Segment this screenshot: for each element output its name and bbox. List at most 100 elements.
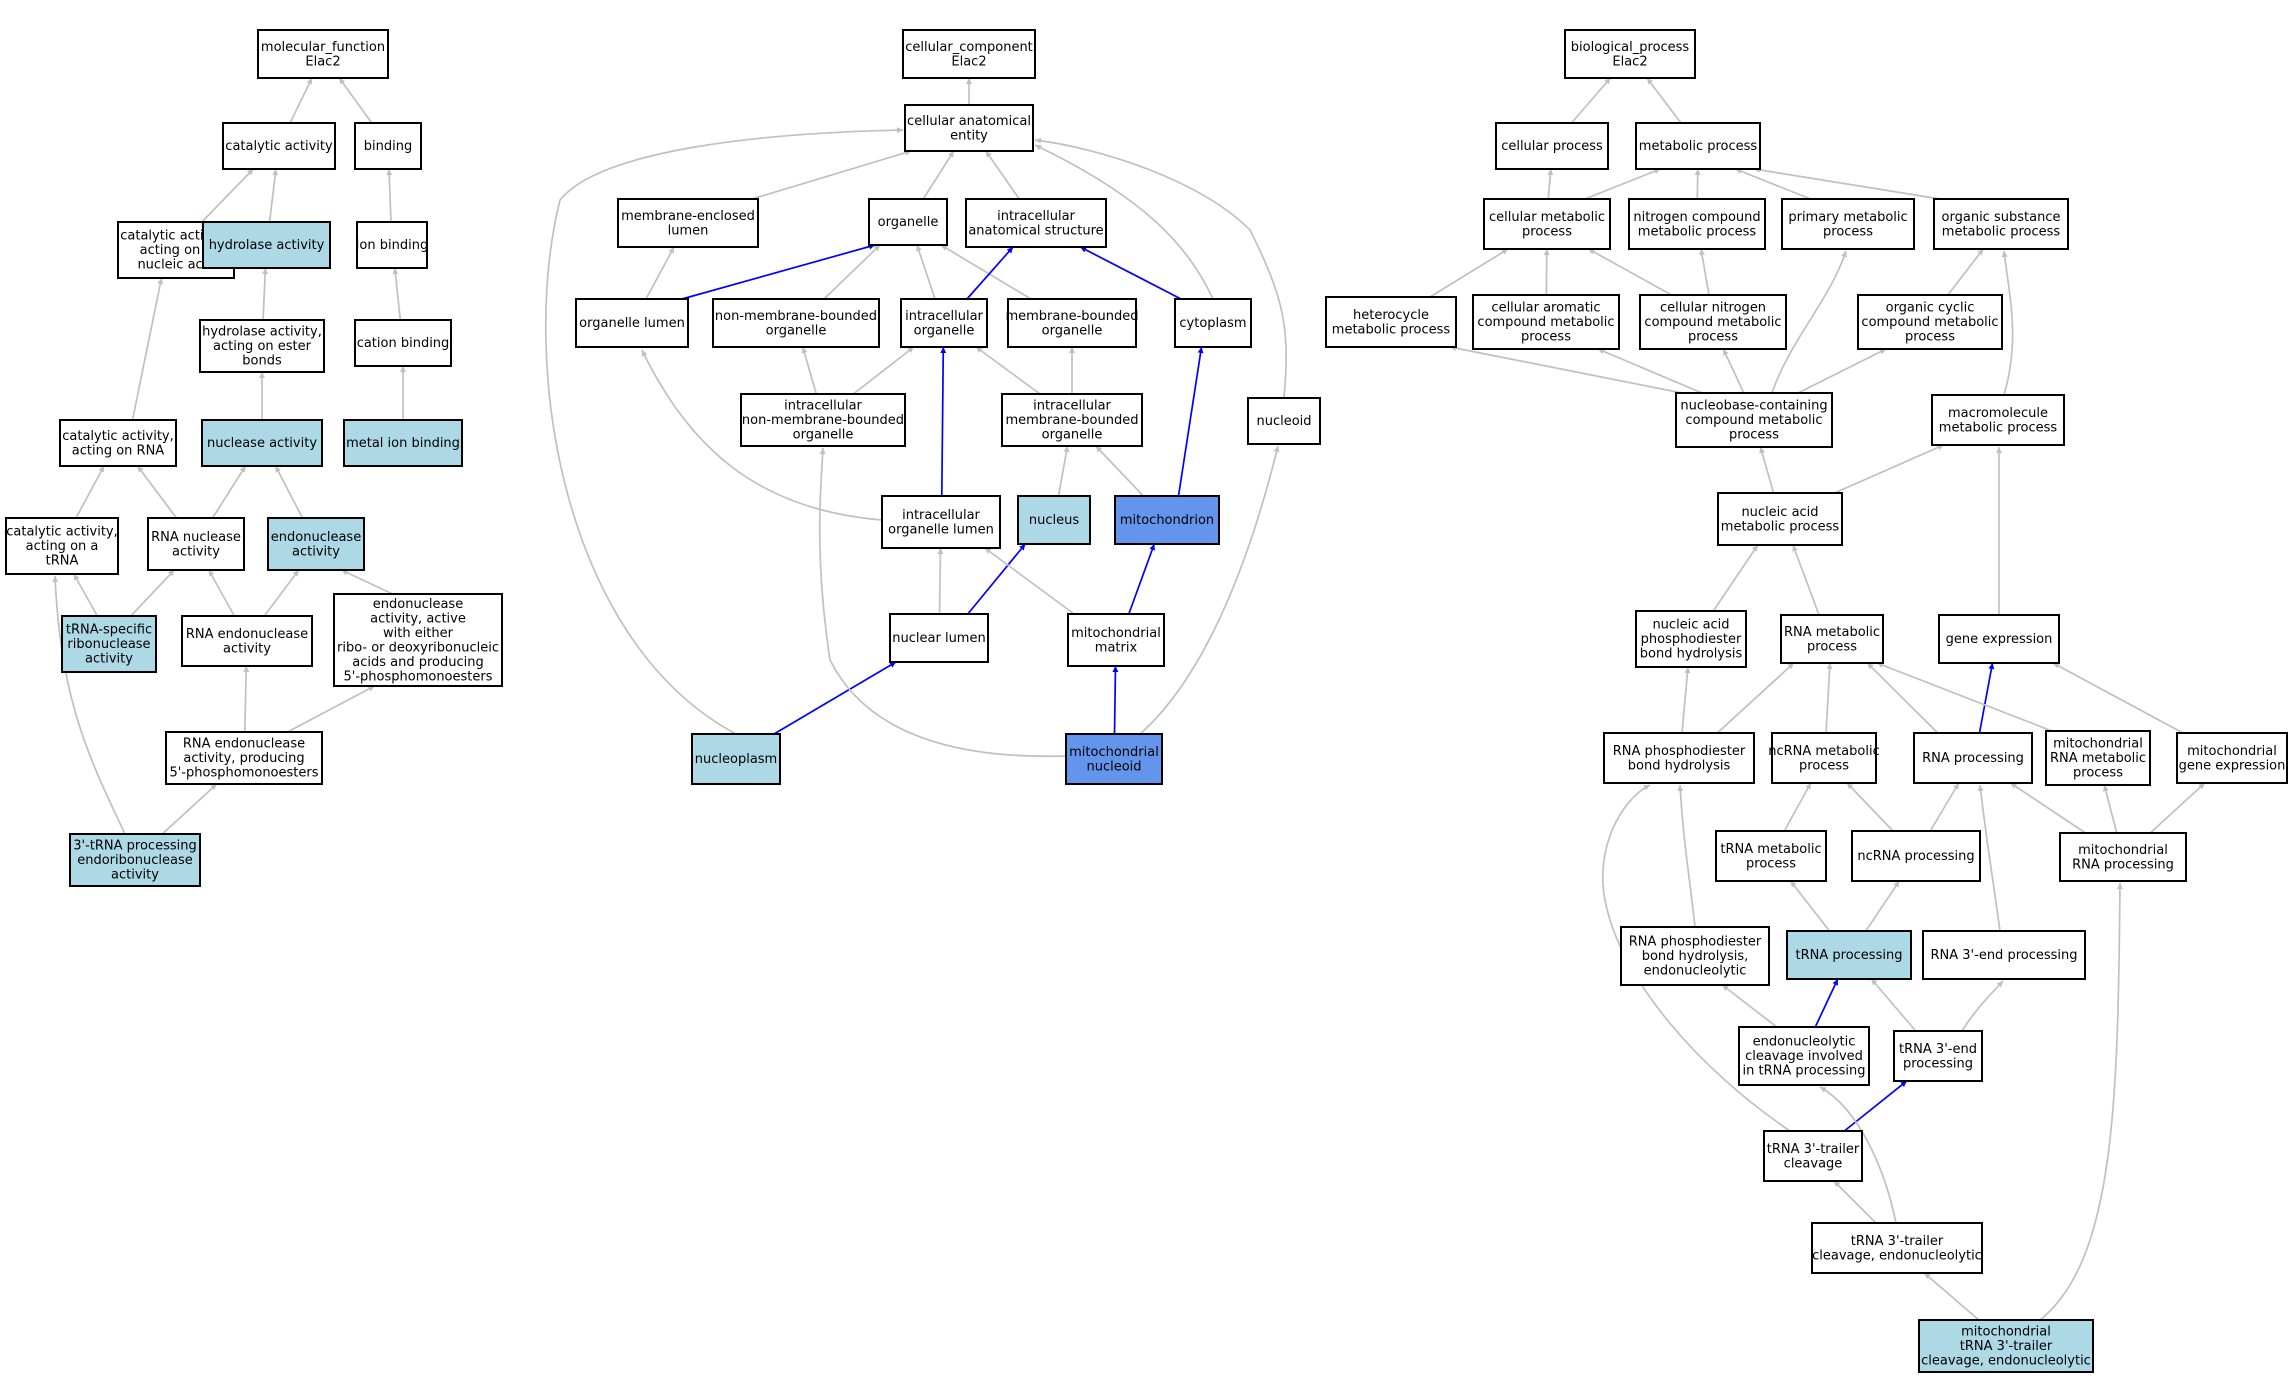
node-box xyxy=(1639,294,1787,350)
node-cell-proc[interactable]: cellular process xyxy=(1495,122,1609,170)
edge-na_met-to-macro xyxy=(1834,444,1944,494)
node-label-line: RNA endonuclease xyxy=(183,737,305,752)
edge-mito_trna3-to-mito_rna_proc xyxy=(2039,882,2123,1321)
edge-catalytic-to-mf xyxy=(289,77,313,124)
node-met-proc[interactable]: metabolic process xyxy=(1635,122,1761,170)
node-label-line: tRNA 3'-trailer xyxy=(1851,1234,1944,1249)
node-label-line: nitrogen compound xyxy=(1633,210,1760,225)
node-label-line: nucleoplasm xyxy=(695,752,777,767)
node-mitochondrion[interactable]: mitochondrion xyxy=(1114,495,1220,545)
edge-nucleobase-to-hetero xyxy=(1449,345,1683,394)
node-cation[interactable]: cation binding xyxy=(354,319,452,367)
edge-ion_binding-to-binding xyxy=(386,168,393,223)
node-label-line: process xyxy=(1688,330,1738,345)
node-gene-expr[interactable]: gene expression xyxy=(1938,614,2060,664)
node-label-line: with either xyxy=(383,626,454,641)
edge-cation-to-ion_binding xyxy=(392,267,402,321)
node-box xyxy=(1114,495,1220,545)
node-box xyxy=(1933,198,2069,250)
node-org-lumen[interactable]: organelle lumen xyxy=(575,298,689,348)
edge-cell_arom-to-cell_met xyxy=(1543,248,1550,296)
node-rna-proc[interactable]: RNA processing xyxy=(1913,732,2033,784)
node-inmbo[interactable]: intracellularnon-membrane-boundedorganel… xyxy=(740,393,906,447)
edge-trna3_trailer_endo-to-trna3_trailer xyxy=(1833,1180,1877,1224)
node-binding[interactable]: binding xyxy=(354,122,422,170)
node-metal[interactable]: metal ion binding xyxy=(343,419,463,467)
node-cytoplasm[interactable]: cytoplasm xyxy=(1174,298,1252,348)
node-nucleoid[interactable]: nucleoid xyxy=(1247,397,1321,445)
edge-rna3_end-to-rna_proc xyxy=(1977,784,2001,932)
edge-rna_pdb_endo-to-rna_pdb xyxy=(1677,784,1696,928)
node-label-line: endonuclease xyxy=(271,530,361,545)
node-cat-rna[interactable]: catalytic activity,acting on RNA xyxy=(59,419,177,467)
node-box xyxy=(356,221,428,269)
node-catalytic[interactable]: catalytic activity xyxy=(222,122,336,170)
node-ion-binding[interactable]: ion binding xyxy=(356,221,428,269)
node-nuclease[interactable]: nuclease activity xyxy=(201,419,323,467)
node-rna3-end[interactable]: RNA 3'-end processing xyxy=(1922,930,2086,980)
node-nucleus[interactable]: nucleus xyxy=(1017,495,1091,545)
node-label-line: cellular_component xyxy=(905,40,1033,55)
node-trna-proc[interactable]: tRNA processing xyxy=(1786,930,1912,980)
node-trna3-endo[interactable]: 3'-tRNA processingendoribonucleaseactivi… xyxy=(69,833,201,887)
node-box xyxy=(201,419,323,467)
node-nucleoplasm[interactable]: nucleoplasm xyxy=(691,733,781,785)
node-nuc-lumen[interactable]: nuclear lumen xyxy=(889,613,989,663)
edge-hetero-to-cell_met xyxy=(1429,248,1509,298)
node-box xyxy=(1717,492,1843,546)
node-ncrna-proc[interactable]: ncRNA processing xyxy=(1851,830,1981,882)
node-label-line: cleavage, endonucleolytic xyxy=(1921,1354,2091,1369)
edge-inmbo-to-nmbo xyxy=(801,346,818,395)
node-hydrolase[interactable]: hydrolase activity xyxy=(202,221,331,269)
node-organelle[interactable]: organelle xyxy=(868,198,948,246)
node-box xyxy=(1603,732,1755,784)
node-box xyxy=(343,419,463,467)
